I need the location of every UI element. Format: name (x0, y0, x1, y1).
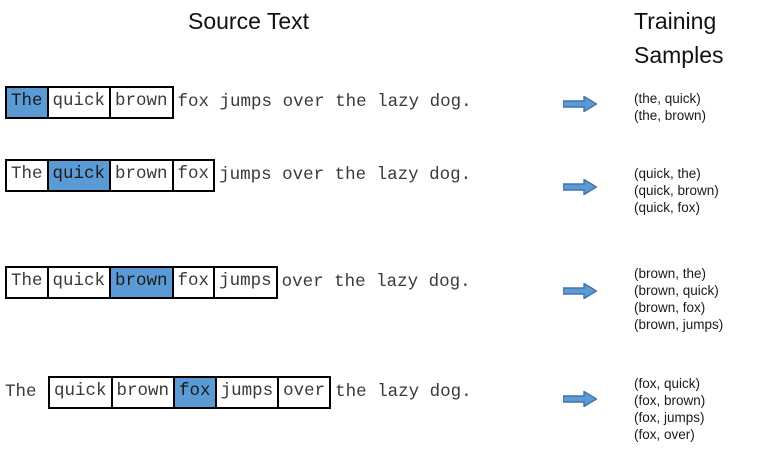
word-cell[interactable]: fox (173, 160, 214, 190)
right-arrow-icon (562, 390, 598, 408)
training-sample-pair: (brown, the) (634, 266, 707, 281)
training-sample-pair: (fox, jumps) (634, 410, 705, 425)
word-cell[interactable]: quick (48, 87, 112, 117)
word-cell[interactable]: jumps (215, 267, 276, 297)
training-sample-pair: (brown, fox) (634, 300, 706, 315)
training-sample-pair: (the, quick) (634, 91, 701, 106)
row-suffix-text: over the lazy dog. (281, 272, 471, 292)
word-cell[interactable]: The (7, 160, 49, 190)
training-sample-pair: (brown, jumps) (634, 317, 724, 332)
right-arrow-icon (562, 95, 598, 113)
training-sample-pair: (the, brown) (634, 108, 707, 123)
word-cell[interactable]: quick (50, 377, 113, 407)
word-cell[interactable]: quick (48, 267, 112, 297)
word-cell-target[interactable]: quick (48, 160, 112, 190)
word-cell[interactable]: over (279, 377, 330, 407)
word-cell[interactable]: brown (112, 377, 176, 407)
row-suffix-text: fox jumps over the lazy dog. (177, 92, 472, 112)
training-sample-pair: (fox, over) (634, 427, 695, 442)
training-samples-heading-line1: Training (634, 8, 717, 34)
right-arrow-icon (562, 178, 598, 196)
word-cell[interactable]: fox (173, 267, 216, 297)
row-prefix-text: The (5, 382, 48, 402)
word-cell-target[interactable]: The (7, 87, 49, 117)
training-sample-group: (brown, the) (brown, quick) (brown, fox) (b… (634, 265, 723, 333)
training-sample-group: (fox, quick) (fox, brown) (fox, jumps) (fox… (634, 375, 705, 443)
word-cell-target[interactable]: brown (111, 267, 174, 297)
training-sample-pair: (brown, quick) (634, 283, 719, 298)
training-sample-pair: (fox, quick) (634, 376, 701, 391)
training-sample-group: (quick, the) (quick, brown) (quick, fox) (634, 165, 719, 216)
right-arrow-icon (562, 282, 598, 300)
training-sample-pair: (quick, brown) (634, 183, 719, 198)
training-sample-group: (the, quick) (the, brown) (634, 90, 706, 124)
word-cell[interactable]: brown (111, 160, 174, 190)
training-sample-pair: (quick, fox) (634, 200, 701, 215)
word-cell[interactable]: The (7, 267, 49, 297)
row-suffix-text: jumps over the lazy dog. (219, 165, 472, 185)
source-text-heading: Source Text (188, 8, 310, 34)
row-suffix-text: the lazy dog. (335, 382, 472, 402)
training-sample-pair: (quick, the) (634, 166, 701, 181)
word-cell-target[interactable]: fox (175, 377, 217, 407)
word-cell[interactable]: jumps (216, 377, 280, 407)
word-cell[interactable]: brown (111, 87, 172, 117)
training-samples-heading: Training Samples (634, 4, 723, 72)
training-sample-pair: (fox, brown) (634, 393, 706, 408)
training-samples-heading-line2: Samples (634, 42, 724, 68)
